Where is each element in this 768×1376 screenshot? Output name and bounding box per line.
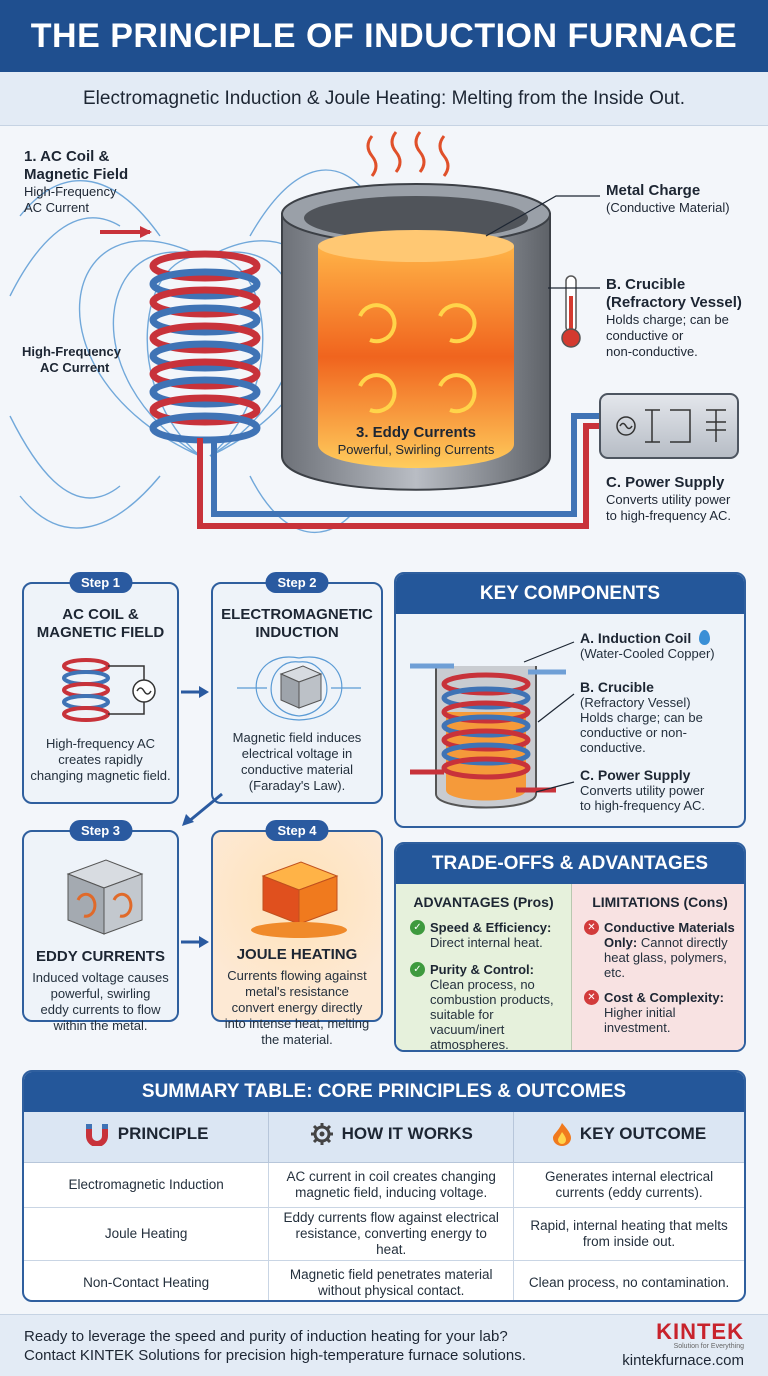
heat-waves [366,131,450,177]
brand-block: KINTEK Solution for Everything kintekfur… [622,1321,744,1371]
eddy-cube-icon [66,859,144,935]
table-cell: Electromagnetic Induction [24,1162,270,1208]
page-title: THE PRINCIPLE OF INDUCTION FURNACE [30,16,738,55]
kc-crucible-label: B. Crucible (Refractory Vessel)Holds cha… [580,679,703,756]
step-pill: Step 2 [265,572,329,593]
summary-table: PRINCIPLE HOW IT WORKS KEY OUTCOME [24,1112,744,1300]
coil-ac-icon [62,658,156,722]
table-cell: Clean process, no contamination. [528,1274,730,1290]
table-cell: Joule Heating [24,1207,270,1261]
con-item: ✕ Cost & Complexity:Higher initial inves… [584,990,742,1035]
hero-coil-label: 1. AC Coil &Magnetic Field High-Frequenc… [24,148,129,215]
step-card-1: Step 1 AC COIL &MAGNETIC FIELD High-freq… [22,572,179,804]
tradeoffs-panel: TRADE-OFFS & ADVANTAGES ADVANTAGES (Pros… [394,842,746,1052]
table-cell: AC current in coil creates changing magn… [268,1162,515,1208]
hero-diagram: 1. AC Coil &Magnetic Field High-Frequenc… [0,126,768,556]
cross-icon: ✕ [584,990,599,1005]
flame-icon [552,1123,571,1147]
pros-title: ADVANTAGES (Pros) [413,894,554,910]
arrow-right-icon [181,686,209,698]
check-icon: ✓ [410,962,425,977]
kc-coil-label: A. Induction Coil (Water-Cooled Copper) [580,630,715,661]
crucible-vessel [281,183,551,491]
key-components-illustration [410,641,575,809]
table-cell: Eddy currents flow against electrical re… [268,1207,515,1261]
step-title: EDDY CURRENTS [36,948,165,965]
step-pill: Step 4 [265,820,329,841]
table-header-how: HOW IT WORKS [268,1112,515,1163]
thermometer-icon [561,275,581,348]
step-title: AC COIL &MAGNETIC FIELD [36,606,165,641]
subtitle-bar: Electromagnetic Induction & Joule Heatin… [0,72,768,126]
table-row: Joule Heating Eddy currents flow against… [24,1207,744,1261]
step-pill: Step 3 [68,820,133,841]
page-subtitle: Electromagnetic Induction & Joule Heatin… [83,87,685,109]
cons-column: LIMITATIONS (Cons) ✕ Conductive Material… [572,884,744,1050]
pros-column: ADVANTAGES (Pros) ✓ Speed & Efficiency:D… [396,884,572,1050]
table-row: Non-Contact Heating Magnetic field penet… [24,1260,744,1300]
footer-cta-line2: Contact KINTEK Solutions for precision h… [24,1347,526,1364]
furnace-illustration [9,131,739,533]
table-cell: Generates internal electrical currents (… [513,1162,744,1208]
brand-logo: KINTEK [656,1319,744,1344]
tradeoffs-title: TRADE-OFFS & ADVANTAGES [396,844,744,884]
induction-cube-icon [237,656,361,721]
step-pill: Step 1 [68,572,133,593]
induction-coil [149,250,261,444]
arrow-right-icon [181,936,209,948]
power-supply-box [599,393,739,459]
footer-cta-line1: Ready to leverage the speed and purity o… [24,1328,508,1345]
table-header-principle: PRINCIPLE [24,1112,270,1163]
step-card-4: Step 4 JOULE HEATING Currents flowing ag… [211,820,383,1047]
table-row: Electromagnetic Induction AC current in … [24,1162,744,1208]
footer: Ready to leverage the speed and purity o… [0,1314,768,1376]
step-title: JOULE HEATING [236,946,358,963]
brand-tagline: Solution for Everything [673,1343,744,1350]
table-cell: Rapid, internal heating that melts from … [513,1207,744,1261]
summary-table-title: SUMMARY TABLE: CORE PRINCIPLES & OUTCOME… [24,1072,744,1112]
table-cell: Non-Contact Heating [24,1260,270,1300]
gear-icon [310,1123,333,1146]
hero-crucible-label: B. Crucible(Refractory Vessel) Holds cha… [606,276,742,359]
pro-item: ✓ Speed & Efficiency:Direct internal hea… [410,920,566,950]
cons-title: LIMITATIONS (Cons) [592,894,728,910]
eddy-swirls [358,303,477,414]
brand-website-link[interactable]: kintekfurnace.com [622,1352,744,1369]
title-bar: THE PRINCIPLE OF INDUCTION FURNACE [0,0,768,72]
magnet-icon [85,1124,108,1147]
pro-item: ✓ Purity & Control:Clean process, no com… [410,962,566,1050]
con-item: ✕ Conductive Materials Only: Cannot dire… [584,920,742,980]
table-header-outcome: KEY OUTCOME [513,1112,744,1163]
check-icon: ✓ [410,920,425,935]
key-components-title: KEY COMPONENTS [396,574,744,614]
key-components-panel: KEY COMPONENTS A. Induction Coil (Water-… [394,572,746,828]
molten-cube-icon [251,861,347,938]
step-card-3: Step 3 EDDY CURRENTS Induced voltage cau… [22,820,179,1033]
table-cell: Magnetic field penetrates material witho… [268,1260,515,1300]
cross-icon: ✕ [584,920,599,935]
hero-metal-label: Metal Charge(Conductive Material) [606,182,730,215]
summary-table-panel: SUMMARY TABLE: CORE PRINCIPLES & OUTCOME… [22,1070,746,1302]
arrow-down-left-icon [182,792,223,826]
water-drop-icon [698,630,710,645]
